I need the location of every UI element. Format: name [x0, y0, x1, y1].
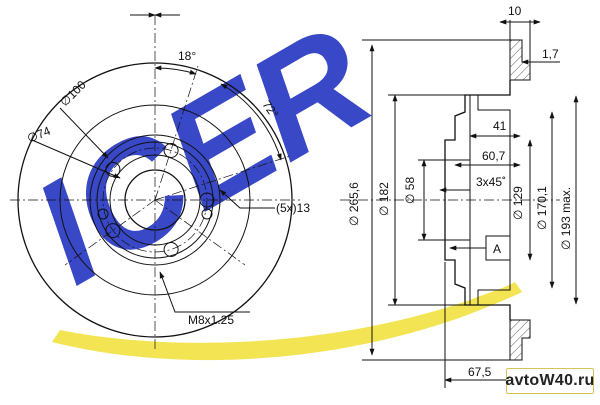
bolt-hole [105, 223, 121, 239]
bolt-hole [163, 143, 179, 158]
bolt-hole [163, 242, 179, 257]
logo-lettering: ICER [8, 0, 397, 315]
bolt-holes [105, 143, 215, 257]
label-d74: ∅74 [25, 124, 53, 146]
leader-d74 [31, 139, 121, 179]
section-ring-bottom [509, 319, 531, 361]
label-chamfer: 3x45˚ [476, 175, 506, 189]
datum-box [485, 235, 511, 261]
label-h67-5: 67,5 [468, 365, 492, 379]
leader-d100 [59, 107, 109, 159]
watermark-text: avtoW40.ru [505, 372, 595, 389]
label-d60-7: 60,7 [482, 149, 506, 163]
radial-line-lower-left [64, 199, 156, 266]
radial-line-18deg [154, 65, 199, 201]
logo-yellow-swoosh [52, 282, 522, 361]
section-view: 10 1,7 41 60,7 3x45˚ A 67,5 ∅ 265,6 ∅ 18… [340, 4, 579, 388]
section-ring-top [509, 39, 531, 81]
radial-line-72deg [154, 155, 291, 201]
label-d193-max: ∅ 193 max. [559, 187, 573, 250]
label-angle-18: 18° [178, 49, 196, 63]
angle-arc-18 [154, 65, 197, 75]
leader-thread [159, 271, 250, 313]
watermark-badge: avtoW40.ru [505, 368, 595, 394]
svg-text:ICER: ICER [8, 0, 397, 315]
front-view: 18° 72° ∅100 ∅74 (5x)13 M8x1.25 [10, 12, 310, 350]
label-d58: ∅ 58 [403, 177, 417, 204]
label-w1-7: 1,7 [542, 47, 559, 61]
label-w10: 10 [508, 4, 522, 18]
bolt-hole [105, 161, 121, 177]
label-d182: ∅ 182 [377, 182, 391, 216]
leader-holes [219, 189, 275, 209]
angle-arc-72 [220, 83, 282, 161]
threaded-hole [97, 208, 109, 220]
label-d170-1: ∅ 170,1 [535, 186, 549, 230]
label-d129: ∅ 129 [511, 186, 525, 220]
label-thread: M8x1.25 [188, 313, 234, 327]
label-d265-6: ∅ 265,6 [347, 182, 361, 226]
bolt-hole [199, 192, 215, 208]
radial-line-lower-right [154, 199, 246, 266]
label-datum: A [493, 242, 501, 256]
threaded-hole [201, 208, 213, 220]
label-d41: 41 [493, 119, 507, 133]
label-holes: (5x)13 [276, 201, 310, 215]
